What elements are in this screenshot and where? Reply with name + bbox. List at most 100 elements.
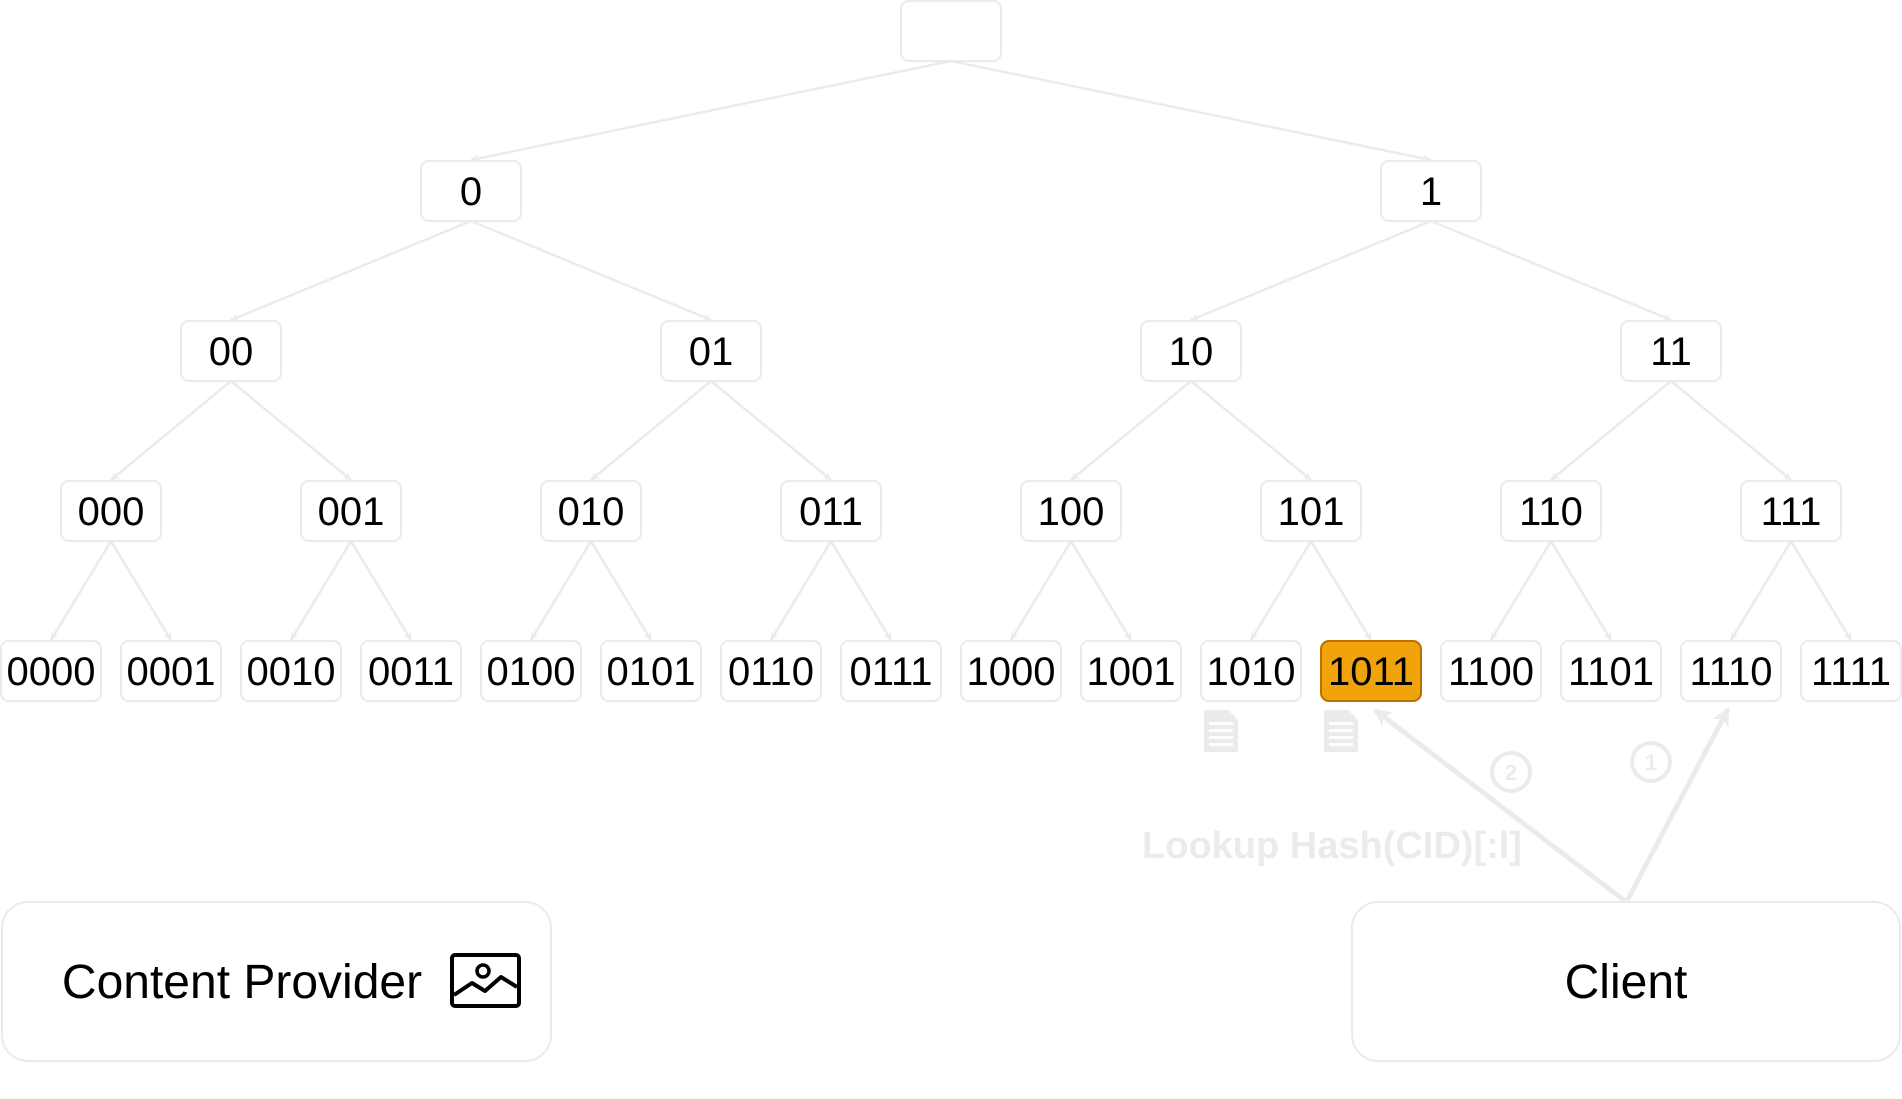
tree-node-label: 0110: [728, 650, 814, 694]
tree-node-1000: 1000: [960, 640, 1062, 702]
tree-node-0000: 0000: [0, 640, 102, 702]
tree-node-000: 000: [60, 480, 162, 542]
lookup-arrows: 1 2 Lookup Hash(CID)[:l]: [1142, 707, 1731, 903]
tree-edge: [349, 540, 413, 641]
tree-node-1011: 1011: [1320, 640, 1422, 702]
tree-node-box: [600, 640, 702, 702]
tree-edge: [230, 380, 352, 481]
tree-node-box: [780, 480, 882, 542]
tree-node-01: 01: [660, 320, 762, 382]
tree-node-label: 0000: [7, 650, 96, 694]
client-box: [1351, 901, 1901, 1062]
tree-node-label: 010: [558, 490, 625, 534]
tree-edge: [1549, 540, 1613, 641]
tree-node-box: [1680, 640, 1782, 702]
content-provider-box: [1, 901, 552, 1062]
tree-node-10: 10: [1140, 320, 1242, 382]
tree-node-box: [60, 480, 162, 542]
tree-node-box: [1260, 480, 1362, 542]
tree-node-label: 001: [318, 490, 385, 534]
client-label: Client: [1565, 956, 1688, 1009]
tree-node-box: [840, 640, 942, 702]
tree-edge: [1550, 380, 1672, 481]
tree-node-box: [1380, 160, 1482, 222]
tree-node-100: 100: [1020, 480, 1122, 542]
tree-node-box: [1320, 640, 1422, 702]
tree-node-box: [900, 0, 1002, 62]
step-2-label: 2: [1505, 760, 1517, 785]
tree-node-box: [720, 640, 822, 702]
tree-node-box: [0, 640, 102, 702]
client: Client: [1351, 901, 1901, 1062]
tree-node-label: 00: [209, 330, 254, 374]
tree-edge: [110, 380, 232, 481]
tree-node-box: [1620, 320, 1722, 382]
lookup-arrow-step2: [1373, 708, 1627, 903]
tree-node-010: 010: [540, 480, 642, 542]
tree-node-box: [960, 640, 1062, 702]
tree-node-label: 1100: [1448, 650, 1534, 694]
step-1-badge: [1630, 741, 1672, 783]
tree-node-1100: 1100: [1440, 640, 1542, 702]
tree-edge: [829, 540, 893, 641]
tree-edge: [470, 59, 952, 163]
content-provider-label: Content Provider: [62, 956, 422, 1009]
tree-node-label: 011: [799, 490, 863, 534]
tree-edge: [109, 540, 173, 641]
tree-node-0011: 0011: [360, 640, 462, 702]
tree-node-box: [1560, 640, 1662, 702]
tree-edge: [1069, 540, 1133, 641]
tree-node-1001: 1001: [1080, 640, 1182, 702]
tree-node-0101: 0101: [600, 640, 702, 702]
tree-edge: [1670, 380, 1792, 481]
tree-edge: [529, 540, 593, 641]
tree-node-box: [1800, 640, 1902, 702]
tree-node-box: [1440, 640, 1542, 702]
tree-node-box: [1740, 480, 1842, 542]
tree-edge: [1729, 540, 1793, 641]
tree-edge: [49, 540, 113, 641]
tree-node-1: 1: [1380, 160, 1482, 222]
tree-node-label: 10: [1169, 330, 1214, 374]
tree-node-0: 0: [420, 160, 522, 222]
tree-node-1110: 1110: [1680, 640, 1782, 702]
tree-node-1111: 1111: [1800, 640, 1902, 702]
tree-edge: [1430, 219, 1672, 322]
tree-node-label: 1101: [1568, 650, 1654, 694]
tree-node-11: 11: [1620, 320, 1722, 382]
tree-node-label: 1010: [1207, 650, 1296, 694]
tree-node-00: 00: [180, 320, 282, 382]
tree-node-label: 1: [1420, 170, 1442, 214]
tree-node-box: [180, 320, 282, 382]
tree-node-110: 110: [1500, 480, 1602, 542]
tree-node-box: [120, 640, 222, 702]
tree-node-0010: 0010: [240, 640, 342, 702]
tree-node-1101: 1101: [1560, 640, 1662, 702]
tree-edge: [1009, 540, 1073, 641]
tree-node-101: 101: [1260, 480, 1362, 542]
tree-node-box: [480, 640, 582, 702]
tree-node-box: [1140, 320, 1242, 382]
tree-node-011: 011: [780, 480, 882, 542]
tree-node-label: 0101: [607, 650, 696, 694]
tree-edge: [710, 380, 832, 481]
tree-node-label: 0: [460, 170, 482, 214]
tree-edge: [1249, 540, 1313, 641]
tree-node-0100: 0100: [480, 640, 582, 702]
document-icon: [1204, 710, 1238, 752]
tree-edge: [1190, 219, 1432, 322]
tree-node-box: [1500, 480, 1602, 542]
tree-node-label: 01: [689, 330, 734, 374]
tree-node-label: 0010: [247, 650, 336, 694]
tree-node-label: 0111: [849, 650, 932, 694]
tree-node-label: 1111: [1811, 650, 1891, 694]
tree-node-box: [660, 320, 762, 382]
tree-edge: [769, 540, 833, 641]
tree-node-label: 1000: [967, 650, 1056, 694]
tree-edge: [1789, 540, 1853, 641]
tree-node-label: 000: [78, 490, 145, 534]
tree-node-label: 100: [1038, 490, 1105, 534]
tree-node-label: 0001: [127, 650, 216, 694]
tree-node-box: [1020, 480, 1122, 542]
